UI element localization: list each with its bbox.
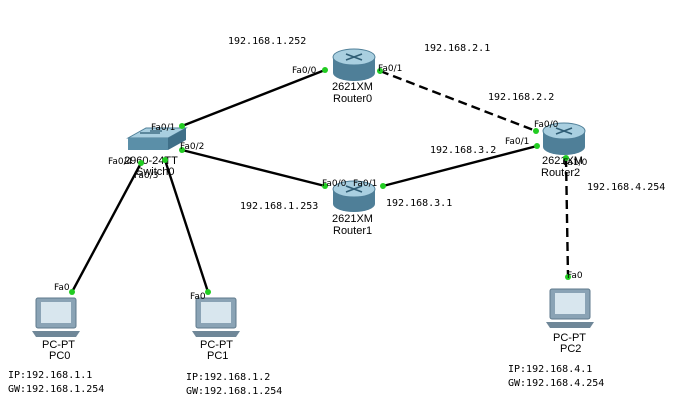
- router2-name: Router2: [541, 167, 580, 179]
- port-dots: [69, 67, 571, 295]
- ip-label: 192.168.2.1: [424, 43, 490, 54]
- switch0[interactable]: 2960-24TT Switch0: [124, 127, 188, 178]
- port-label: Fa0/0: [322, 179, 347, 189]
- pc0-name: PC0: [49, 350, 70, 362]
- router2-model: 2621XM: [542, 155, 583, 167]
- port-dot[interactable]: [377, 68, 383, 74]
- port-label: Fa1/0: [563, 158, 588, 168]
- ip-label: 192.168.3.1: [386, 198, 452, 209]
- ip-label: 192.168.4.254: [587, 182, 665, 193]
- router1-model: 2621XM: [332, 213, 373, 225]
- router0-name: Router0: [333, 93, 372, 105]
- pc2-model: PC-PT: [553, 332, 586, 344]
- address-labels: 192.168.1.252 192.168.2.1 192.168.2.2 19…: [228, 36, 665, 212]
- port-label: Fa0/1: [378, 64, 402, 74]
- port-dot[interactable]: [322, 183, 328, 189]
- port-dot[interactable]: [179, 123, 185, 129]
- links: [70, 68, 570, 293]
- link-router1-router2[interactable]: [382, 144, 538, 188]
- port-label: Fa0/4: [108, 157, 133, 167]
- link-switch0-pc0[interactable]: [70, 162, 143, 293]
- port-label: Fa0/1: [353, 179, 377, 189]
- router0-model: 2621XM: [332, 81, 373, 93]
- port-dot[interactable]: [534, 143, 540, 149]
- pc2[interactable]: PC-PT PC2: [546, 288, 594, 355]
- port-dot[interactable]: [179, 147, 185, 153]
- ip-label: 192.168.1.252: [228, 36, 306, 47]
- port-dot[interactable]: [138, 160, 144, 166]
- port-label: Fa0/0: [292, 66, 317, 76]
- pc0-ip: IP:192.168.1.1: [8, 370, 92, 381]
- pc1-name: PC1: [207, 350, 228, 362]
- router0[interactable]: 2621XM Router0: [332, 48, 376, 105]
- router1[interactable]: 2621XM Router1: [332, 180, 376, 237]
- pc0-model: PC-PT: [42, 339, 75, 351]
- pc-config-info: IP:192.168.1.1 GW:192.168.1.254 IP:192.1…: [8, 364, 604, 397]
- ip-label: 192.168.2.2: [488, 92, 554, 103]
- pc0[interactable]: PC-PT PC0: [32, 297, 80, 362]
- pc1-gw: GW:192.168.1.254: [186, 386, 282, 397]
- port-label: Fa0: [567, 271, 583, 281]
- port-dot[interactable]: [322, 67, 328, 73]
- port-label: Fa0/2: [180, 142, 204, 152]
- pc1-ip: IP:192.168.1.2: [186, 372, 270, 383]
- port-dot[interactable]: [565, 274, 571, 280]
- port-dot[interactable]: [69, 289, 75, 295]
- pc2-name: PC2: [560, 343, 581, 355]
- port-label: Fa0/1: [151, 123, 175, 133]
- pc1-model: PC-PT: [200, 339, 233, 351]
- link-switch0-pc1[interactable]: [163, 159, 210, 293]
- router1-name: Router1: [333, 225, 372, 237]
- port-dot[interactable]: [205, 289, 211, 295]
- port-label: Fa0: [54, 283, 70, 293]
- port-labels: Fa0/0 Fa0/1 Fa0/1 Fa0/2 Fa0/4 Fa0/3 Fa0/…: [54, 64, 588, 302]
- port-dot[interactable]: [380, 183, 386, 189]
- switch0-name: Switch0: [136, 166, 175, 178]
- pc1[interactable]: PC-PT PC1: [192, 297, 240, 362]
- pc2-ip: IP:192.168.4.1: [508, 364, 592, 375]
- ip-label: 192.168.3.2: [430, 145, 496, 156]
- pc0-gw: GW:192.168.1.254: [8, 384, 104, 395]
- port-dot[interactable]: [162, 157, 168, 163]
- port-dot[interactable]: [563, 155, 569, 161]
- port-label: Fa0/1: [505, 137, 529, 147]
- port-dot[interactable]: [533, 128, 539, 134]
- port-label: Fa0/3: [134, 171, 158, 181]
- ip-label: 192.168.1.253: [240, 201, 318, 212]
- port-label: Fa0/0: [534, 120, 559, 130]
- router2[interactable]: 2621XM Router2: [541, 122, 586, 179]
- port-label: Fa0: [190, 292, 206, 302]
- pc2-gw: GW:192.168.4.254: [508, 378, 604, 389]
- link-switch0-router1[interactable]: [181, 148, 326, 188]
- link-router2-pc2[interactable]: [564, 157, 570, 278]
- link-switch0-router0[interactable]: [181, 68, 326, 128]
